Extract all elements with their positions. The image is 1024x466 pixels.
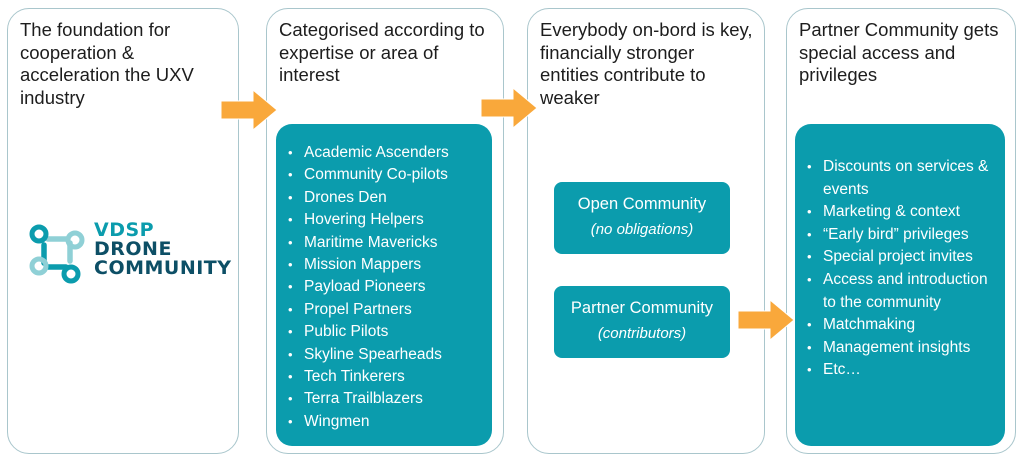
tier-title: Partner Community	[570, 299, 714, 317]
panel-heading: Partner Community gets special access an…	[799, 19, 999, 85]
list-item: Tech Tinkerers	[286, 366, 486, 389]
list-item: Special project invites	[805, 246, 999, 269]
arrow-right-icon	[220, 88, 278, 132]
list-item: Skyline Spearheads	[286, 344, 486, 367]
tier-title: Open Community	[577, 195, 707, 213]
logo-line-community: COMMUNITY	[94, 257, 232, 279]
panel-foundation: The foundation for cooperation & acceler…	[7, 8, 239, 454]
panel-categories: Categorised according to expertise or ar…	[266, 8, 504, 454]
list-item: Maritime Mavericks	[286, 232, 486, 255]
privileges-box: Discounts on services & events Marketing…	[795, 124, 1005, 446]
list-item: Terra Trailblazers	[286, 388, 486, 411]
list-item: Wingmen	[286, 411, 486, 434]
arrow-right-icon	[480, 86, 538, 130]
list-item: “Early bird” privileges	[805, 224, 999, 247]
drone-community-logo-icon	[29, 224, 85, 284]
tier-subtitle: (contributors)	[597, 325, 687, 342]
logo-line-vdsp: VDSP	[94, 219, 155, 241]
panel-heading: Everybody on-bord is key, financially st…	[540, 19, 753, 108]
list-item: Marketing & context	[805, 201, 999, 224]
arrow-right-icon	[737, 298, 795, 342]
logo-line-drone: DRONE	[94, 238, 172, 260]
partner-community-box: Partner Community (contributors)	[554, 286, 730, 358]
logo-wordmark: VDSP DRONE COMMUNITY	[94, 221, 232, 278]
categories-list: Academic Ascenders Community Co-pilots D…	[286, 142, 486, 434]
list-item: Hovering Helpers	[286, 209, 486, 232]
list-item: Academic Ascenders	[286, 142, 486, 165]
list-item: Management insights	[805, 337, 999, 360]
privileges-list: Discounts on services & events Marketing…	[805, 156, 999, 382]
vdsp-drone-community-logo: VDSP DRONE COMMUNITY	[26, 217, 238, 289]
panel-membership-tiers: Everybody on-bord is key, financially st…	[527, 8, 765, 454]
open-community-box: Open Community (no obligations)	[554, 182, 730, 254]
panel-heading: The foundation for cooperation & acceler…	[20, 19, 194, 108]
list-item: Access and introduction to the community	[805, 269, 999, 314]
list-item: Drones Den	[286, 187, 486, 210]
list-item: Mission Mappers	[286, 254, 486, 277]
list-item: Etc…	[805, 359, 999, 382]
categories-box: Academic Ascenders Community Co-pilots D…	[276, 124, 492, 446]
list-item: Matchmaking	[805, 314, 999, 337]
list-item: Public Pilots	[286, 321, 486, 344]
list-item: Community Co-pilots	[286, 164, 486, 187]
panel-privileges: Partner Community gets special access an…	[786, 8, 1016, 454]
panel-heading: Categorised according to expertise or ar…	[279, 19, 485, 85]
tier-subtitle: (no obligations)	[590, 221, 694, 238]
list-item: Propel Partners	[286, 299, 486, 322]
list-item: Discounts on services & events	[805, 156, 999, 201]
list-item: Payload Pioneers	[286, 276, 486, 299]
